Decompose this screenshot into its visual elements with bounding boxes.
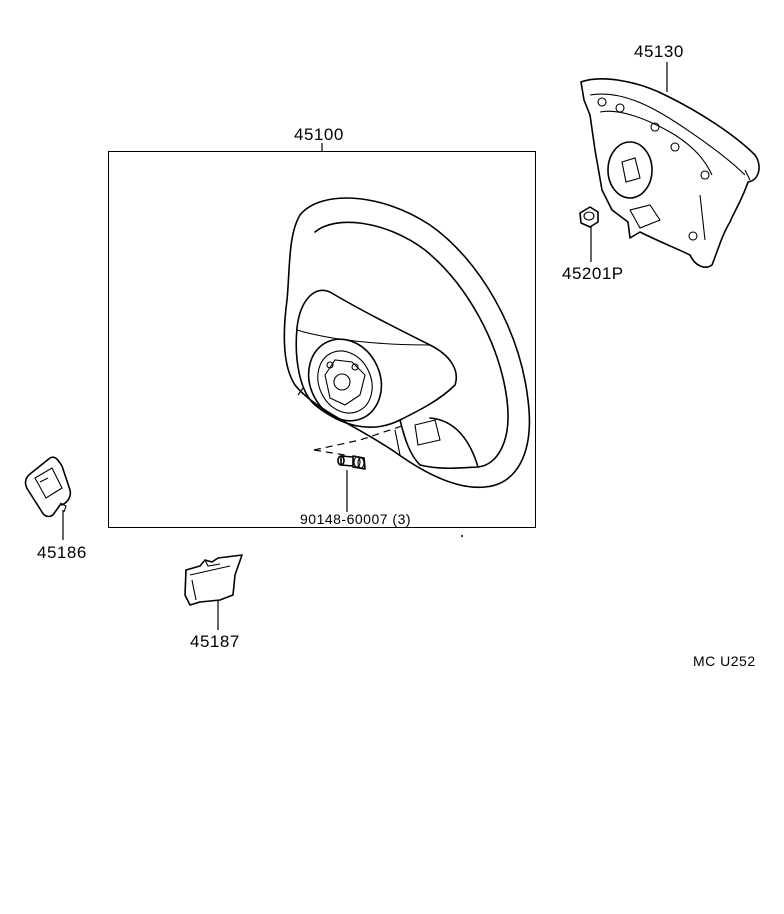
- part-number-45100: 45100: [294, 125, 344, 144]
- nut-icon[interactable]: [579, 206, 599, 228]
- screw-icon[interactable]: [337, 455, 366, 470]
- steering-wheel-icon[interactable]: [283, 197, 531, 489]
- part-number-45130: 45130: [634, 42, 684, 61]
- part-number-45187: 45187: [190, 632, 240, 651]
- steering-wheel-assembly-frame: [108, 151, 536, 528]
- horn-pad-icon[interactable]: [580, 78, 760, 268]
- part-number-45186: 45186: [37, 543, 87, 562]
- part-number-90148-60007: 90148-60007 (3): [300, 511, 412, 527]
- lower-cover-right-icon[interactable]: [184, 554, 243, 606]
- lower-cover-left-icon[interactable]: [24, 456, 72, 518]
- part-number-45201p: 45201P: [562, 264, 624, 283]
- figure-code: MC U252: [693, 653, 756, 669]
- assembly-line-2: [313, 449, 346, 456]
- assembly-line-1: [313, 424, 406, 451]
